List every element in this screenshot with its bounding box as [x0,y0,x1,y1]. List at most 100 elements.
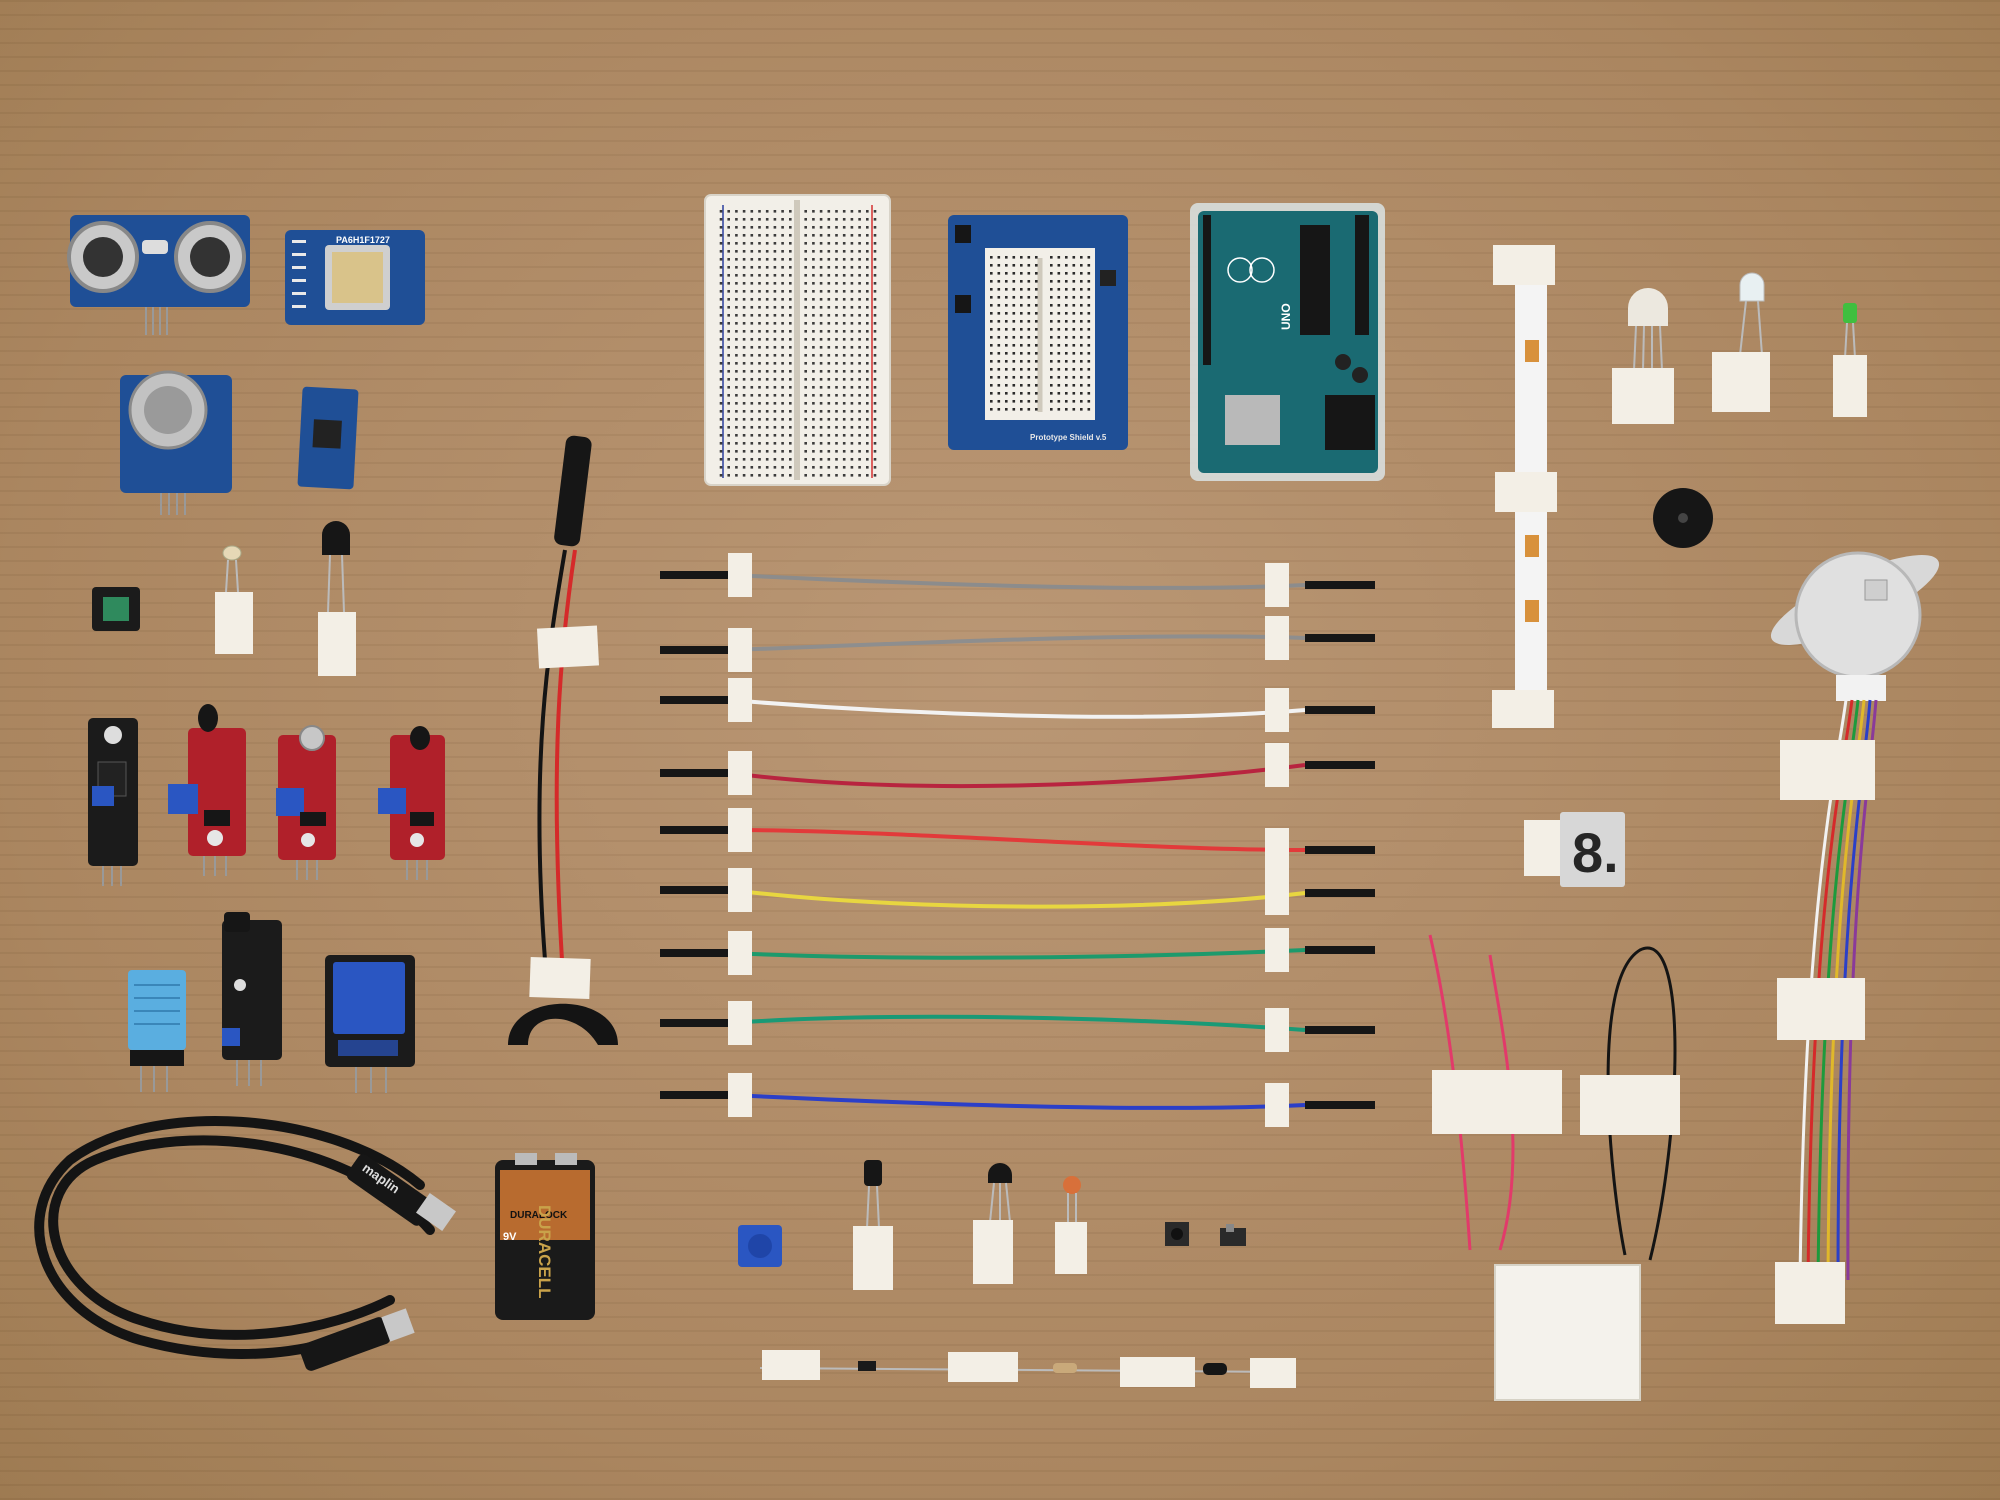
breadboard-hole [789,362,792,365]
breadboard-hole [1035,320,1038,323]
breadboard-hole [781,266,784,269]
breadboard-hole [1057,320,1061,323]
breadboard-hole [842,306,846,309]
line-tracking-module [88,718,138,886]
breadboard-hole [773,226,777,229]
slide-switch [1220,1224,1246,1246]
breadboard-hole [1012,408,1016,411]
usb-plug-a: maplin [346,1154,456,1232]
breadboard-hole [758,386,761,389]
jumper-pin-right [1305,1026,1375,1034]
breadboard-hole [1087,280,1091,283]
breadboard-hole [812,282,815,285]
breadboard-hole [742,306,746,309]
breadboard-hole [742,386,746,389]
breadboard-hole [719,426,723,429]
breadboard-hole [1080,312,1083,315]
breadboard-hole [850,258,854,261]
breadboard-hole [735,330,738,333]
breadboard-hole [804,410,807,413]
breadboard-hole [1057,328,1061,331]
breadboard-hole [866,226,869,229]
breadboard-hole [789,394,792,397]
breadboard-hole [719,370,723,373]
breadboard-hole [866,322,869,325]
breadboard-hole [727,394,730,397]
breadboard-hole [765,426,769,429]
breadboard-hole [850,474,854,477]
breadboard-hole [750,394,754,397]
breadboard-hole [835,402,838,405]
breadboard-hole [1020,264,1023,267]
breadboard-hole [873,218,877,221]
breadboard-hole [804,282,807,285]
breadboard-hole [873,234,877,237]
breadboard-hole [1035,328,1038,331]
breadboard-hole [773,242,777,245]
breadboard-hole [1012,352,1016,355]
breadboard-hole [1072,256,1076,259]
breadboard-hole [804,218,807,221]
breadboard-hole [858,330,861,333]
breadboard-hole [835,338,838,341]
breadboard-hole [750,210,754,213]
breadboard-hole [1020,368,1023,371]
breadboard-hole [1057,368,1061,371]
breadboard-hole [765,242,769,245]
breadboard-hole [1035,384,1038,387]
breadboard-hole [750,306,754,309]
breadboard-hole [727,218,730,221]
breadboard-hole [873,402,877,405]
breadboard-hole [773,338,777,341]
tape-strip [728,678,752,722]
breadboard-hole [997,400,1001,403]
tilt-sensor-module [92,587,140,631]
breadboard-hole [804,250,807,253]
breadboard-hole [781,426,784,429]
breadboard-hole [835,250,838,253]
breadboard-hole [758,450,761,453]
breadboard-hole [804,242,807,245]
breadboard-hole [758,250,761,253]
breadboard-hole [990,360,993,363]
breadboard-hole [765,330,769,333]
breadboard-hole [866,242,869,245]
breadboard-hole [804,314,807,317]
breadboard-hole [1027,280,1031,283]
breadboard-hole [812,386,815,389]
breadboard-hole [1057,336,1061,339]
breadboard-hole [804,458,807,461]
breadboard-hole [773,258,777,261]
breadboard-hole [1035,288,1038,291]
breadboard-hole [750,258,754,261]
breadboard-hole [750,266,754,269]
breadboard-hole [735,346,738,349]
breadboard-hole [781,338,784,341]
push-button [1165,1222,1189,1246]
breadboard-hole [773,330,777,333]
breadboard-hole [835,442,838,445]
breadboard-hole [873,210,877,213]
breadboard-hole [827,210,831,213]
jumper-pin-left [660,826,730,834]
breadboard-hole [1035,376,1038,379]
breadboard-hole [1065,384,1068,387]
breadboard-hole [858,298,861,301]
tape-strip [1265,563,1289,607]
breadboard-hole [997,336,1001,339]
breadboard-hole [1065,400,1068,403]
breadboard-hole [873,354,877,357]
breadboard-hole [1050,272,1053,275]
breadboard-hole [1012,288,1016,291]
breadboard-hole [850,266,854,269]
breadboard-hole [1020,352,1023,355]
breadboard-hole [850,466,854,469]
breadboard-hole [1050,392,1053,395]
breadboard-hole [858,394,861,397]
breadboard-hole [1065,304,1068,307]
breadboard-hole [842,290,846,293]
breadboard-hole [1087,304,1091,307]
breadboard-hole [819,434,823,437]
breadboard-hole [1072,320,1076,323]
breadboard-hole [819,290,823,293]
